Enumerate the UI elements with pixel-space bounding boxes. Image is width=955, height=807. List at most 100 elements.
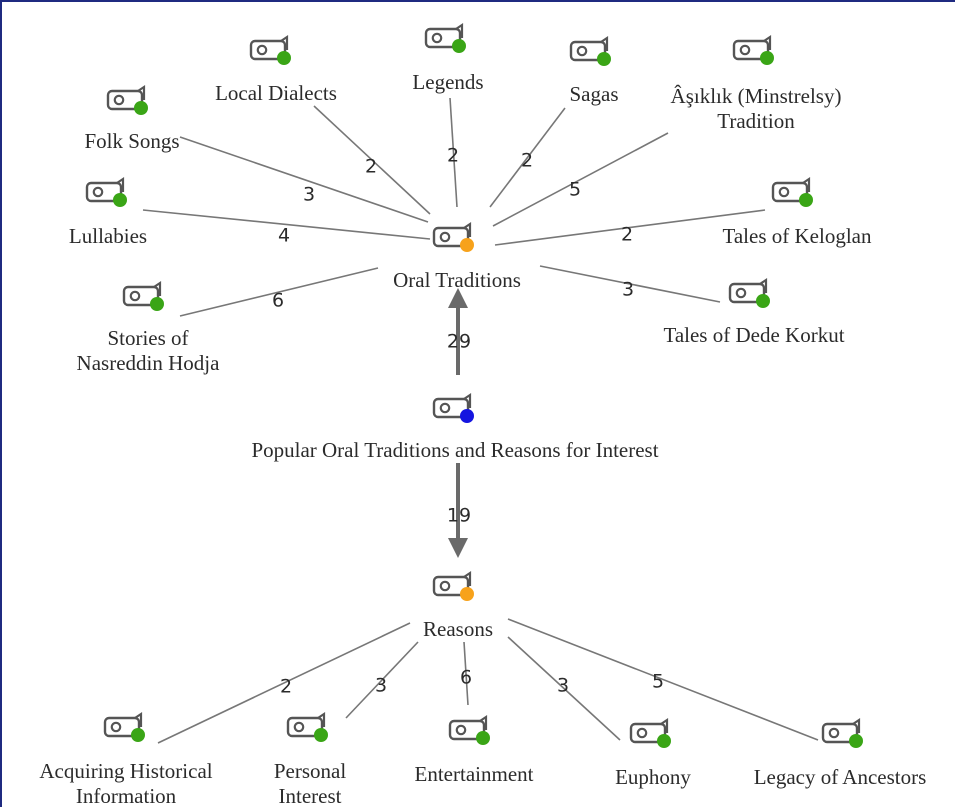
lullabies-status-dot	[113, 193, 127, 207]
dede-korkut-code-icon	[728, 277, 770, 308]
edge-weight-reasons-personal: 3	[375, 675, 387, 697]
folk-songs-code-icon	[106, 84, 148, 115]
nasreddin-code-icon	[122, 280, 164, 311]
personal-status-dot	[314, 728, 328, 742]
edge-weight-root-oral: 29	[447, 331, 471, 353]
folk-songs-status-dot	[134, 101, 148, 115]
local-dialects-status-dot	[277, 51, 291, 65]
edge-oral-to-sagas	[489, 107, 566, 208]
edge-weight-oral-dede-korkut: 3	[622, 279, 634, 301]
node-asiklik[interactable]: Âşıklık (Minstrelsy)Tradition	[671, 34, 842, 133]
asiklik-status-dot	[760, 51, 774, 65]
edge-oral-to-legends	[449, 97, 458, 208]
node-label-entertainment: Entertainment	[415, 762, 534, 786]
historical-code-icon	[103, 711, 145, 742]
node-label-oral: Oral Traditions	[393, 268, 521, 292]
local-dialects-code-icon	[249, 34, 291, 65]
personal-code-icon	[286, 711, 328, 742]
edge-weight-reasons-historical: 2	[280, 676, 292, 698]
ancestors-status-dot	[849, 734, 863, 748]
legends-code-icon	[424, 22, 466, 53]
sagas-status-dot	[597, 52, 611, 66]
asiklik-code-icon	[732, 34, 774, 65]
reasons-status-dot	[460, 587, 474, 601]
node-label-legends: Legends	[412, 70, 483, 94]
edge-reasons-to-euphony	[507, 636, 621, 741]
euphony-status-dot	[657, 734, 671, 748]
edge-weight-reasons-euphony: 3	[557, 675, 569, 697]
edge-weight-oral-legends: 2	[447, 145, 459, 167]
edge-oral-to-local_dialects	[313, 105, 431, 215]
node-label-asiklik: Âşıklık (Minstrelsy)Tradition	[671, 84, 842, 133]
edge-weight-root-reasons: 19	[447, 505, 471, 527]
edge-reasons-to-ancestors	[507, 618, 819, 741]
edge-weight-reasons-ancestors: 5	[652, 671, 664, 693]
entertainment-code-icon	[448, 714, 490, 745]
keloglan-code-icon	[771, 176, 813, 207]
ancestors-code-icon	[821, 717, 863, 748]
edge-weight-reasons-entertainment: 6	[460, 667, 472, 689]
node-entertainment[interactable]: Entertainment	[415, 714, 534, 786]
node-folk-songs[interactable]: Folk Songs	[84, 84, 180, 153]
edge-weight-oral-folk-songs: 3	[303, 184, 315, 206]
node-ancestors[interactable]: Legacy of Ancestors	[754, 717, 927, 789]
lullabies-code-icon	[85, 176, 127, 207]
edge-oral-to-folk_songs	[179, 136, 429, 223]
edge-weight-oral-nasreddin: 6	[272, 290, 284, 312]
edge-oral-to-lullabies	[142, 209, 431, 240]
node-label-keloglan: Tales of Keloglan	[723, 224, 872, 248]
node-label-folk-songs: Folk Songs	[84, 129, 179, 153]
reasons-code-icon	[432, 570, 474, 601]
node-lullabies[interactable]: Lullabies	[69, 176, 147, 248]
edge-oral-to-keloglan	[494, 209, 766, 246]
edge-reasons-to-entertainment	[463, 641, 469, 706]
edge-weight-oral-asiklik: 5	[569, 179, 581, 201]
edge-oral-to-dede_korkut	[539, 265, 721, 303]
edges-layer	[142, 97, 819, 744]
node-legends[interactable]: Legends	[412, 22, 484, 94]
historical-status-dot	[131, 728, 145, 742]
node-root[interactable]: Popular Oral Traditions and Reasons for …	[251, 392, 659, 462]
root-status-dot	[460, 409, 474, 423]
root-code-icon	[432, 392, 474, 423]
node-label-euphony: Euphony	[615, 765, 691, 789]
euphony-code-icon	[629, 717, 671, 748]
node-reasons[interactable]: Reasons	[423, 570, 493, 641]
node-label-reasons: Reasons	[423, 617, 493, 641]
oral-code-icon	[432, 221, 474, 252]
legends-status-dot	[452, 39, 466, 53]
oral-status-dot	[460, 238, 474, 252]
edge-weight-oral-keloglan: 2	[621, 224, 633, 246]
edge-reasons-to-historical	[157, 622, 411, 744]
dede-korkut-status-dot	[756, 294, 770, 308]
node-oral[interactable]: Oral Traditions	[393, 221, 521, 292]
edge-weight-oral-local-dialects: 2	[365, 156, 377, 178]
edge-oral-to-asiklik	[492, 132, 669, 227]
node-label-dede-korkut: Tales of Dede Korkut	[663, 323, 844, 347]
node-euphony[interactable]: Euphony	[615, 717, 691, 789]
entertainment-status-dot	[476, 731, 490, 745]
node-label-local-dialects: Local Dialects	[215, 81, 337, 105]
node-label-lullabies: Lullabies	[69, 224, 147, 248]
node-sagas[interactable]: Sagas	[569, 35, 619, 106]
node-label-ancestors: Legacy of Ancestors	[754, 765, 927, 789]
nasreddin-status-dot	[150, 297, 164, 311]
node-label-sagas: Sagas	[570, 82, 619, 106]
node-local-dialects[interactable]: Local Dialects	[215, 34, 337, 105]
node-label-root: Popular Oral Traditions and Reasons for …	[251, 438, 658, 462]
edge-reasons-to-personal	[345, 641, 419, 719]
node-keloglan[interactable]: Tales of Keloglan	[723, 176, 872, 248]
keloglan-status-dot	[799, 193, 813, 207]
edge-oral-to-nasreddin	[179, 267, 379, 317]
sagas-code-icon	[569, 35, 611, 66]
node-dede-korkut[interactable]: Tales of Dede Korkut	[663, 277, 845, 347]
